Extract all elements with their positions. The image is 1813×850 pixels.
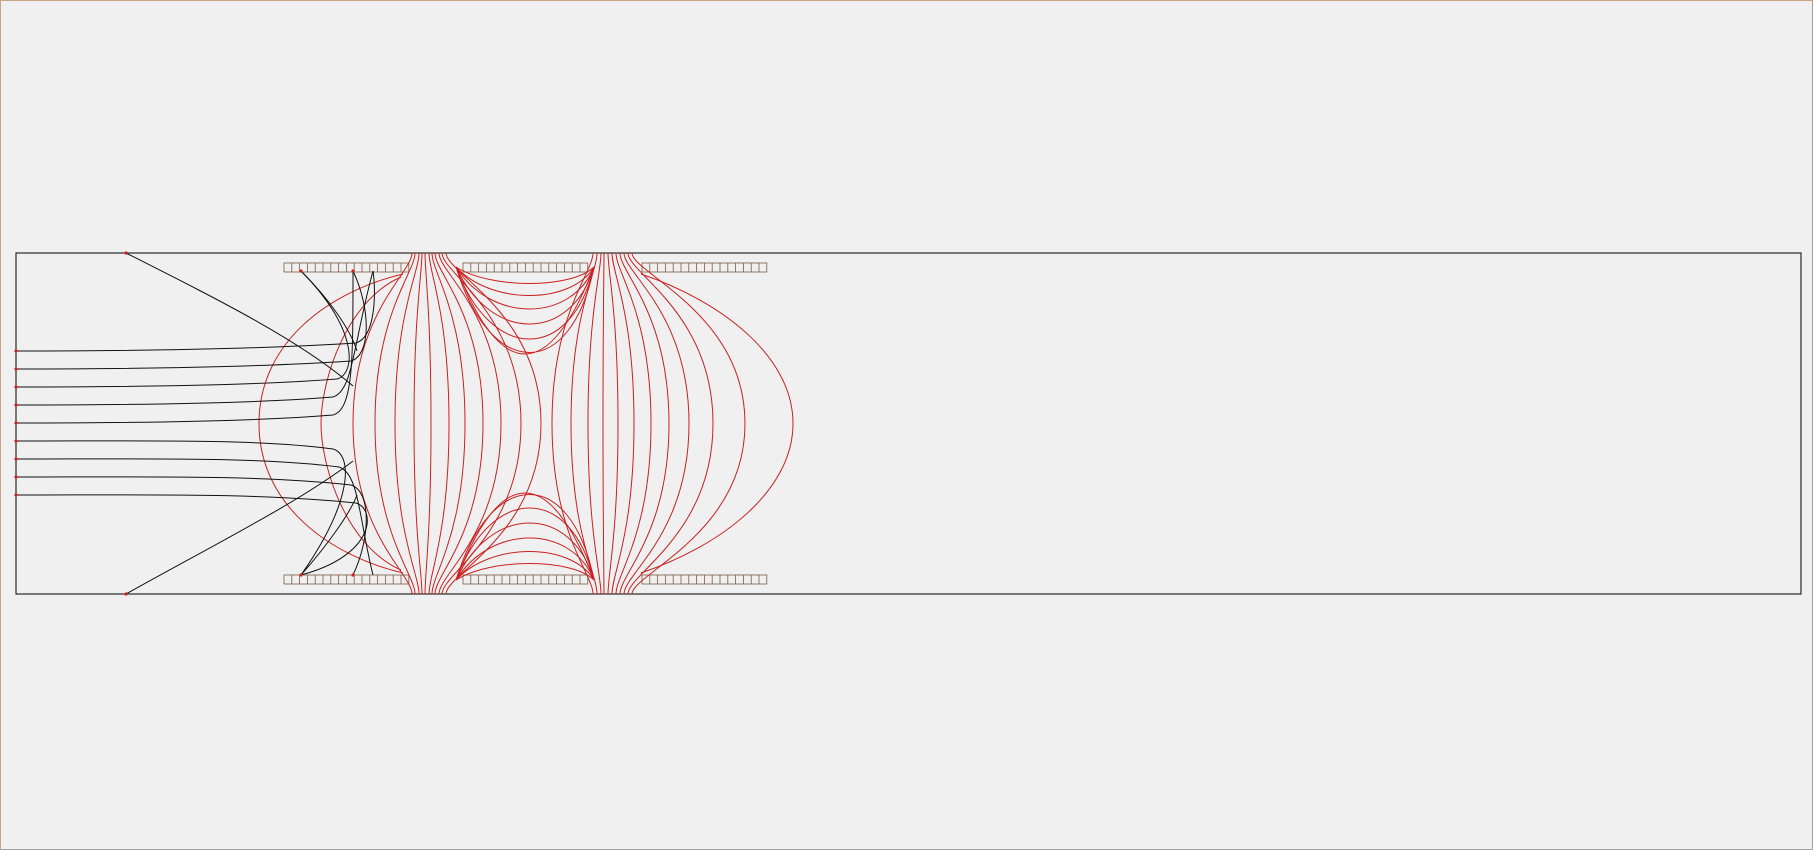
equipotential-line (455, 266, 595, 355)
equipotential-line (455, 266, 595, 284)
source-point (124, 251, 128, 255)
trajectory-line (300, 494, 358, 576)
simulation-domain-border (15, 252, 1802, 595)
source-point (14, 403, 18, 407)
source-point (14, 457, 18, 461)
electrode-left-top (283, 262, 410, 273)
equipotential-line (602, 252, 605, 595)
equipotential-line (455, 563, 595, 581)
equipotential-line (431, 252, 466, 595)
equipotential-line (615, 252, 652, 595)
equipotential-line (434, 252, 484, 595)
equipotential-line (394, 252, 420, 595)
equipotential-line (587, 252, 602, 595)
source-point (299, 269, 303, 273)
equipotential-line (374, 252, 416, 595)
source-point (14, 421, 18, 425)
trajectory-line (15, 270, 354, 424)
equipotential-line (438, 252, 502, 595)
equipotential-line (455, 266, 595, 310)
equipotential-line (640, 273, 794, 574)
source-point (14, 493, 18, 497)
equipotential-lines (258, 252, 794, 595)
source-point (14, 385, 18, 389)
equipotential-line (623, 252, 690, 595)
source-point (14, 475, 18, 479)
trajectory-line (15, 476, 367, 576)
trajectory-line (15, 270, 374, 406)
equipotential-line (445, 252, 542, 595)
equipotential-line (258, 273, 404, 574)
equipotential-line (455, 522, 595, 581)
equipotential-line (441, 252, 522, 595)
electrode-middle-top (462, 262, 589, 273)
trajectory-line (15, 270, 350, 388)
source-point (124, 592, 128, 596)
source-points (14, 251, 355, 596)
equipotential-line (455, 492, 595, 581)
equipotential-line (627, 252, 714, 595)
equipotential-line (455, 551, 595, 581)
equipotential-line (455, 507, 595, 581)
equipotential-line (455, 266, 595, 325)
equipotential-line (428, 252, 450, 595)
electrode-middle-bottom (462, 574, 589, 585)
trajectory-line (125, 460, 354, 595)
source-point (14, 349, 18, 353)
source-point (14, 367, 18, 371)
trajectory-line (125, 252, 354, 387)
equipotential-line (424, 252, 432, 595)
trajectory-line (15, 458, 374, 576)
source-point (14, 439, 18, 443)
electrode-left-bottom (283, 574, 410, 585)
equipotential-line (455, 494, 595, 581)
equipotential-line (455, 266, 595, 353)
source-point (351, 269, 355, 273)
equipotential-line (607, 252, 619, 595)
trajectory-line (300, 270, 358, 352)
source-point (351, 573, 355, 577)
electrode-right-top (641, 262, 768, 273)
source-point (299, 573, 303, 577)
equipotential-line (352, 252, 413, 595)
equipotential-line (551, 252, 594, 595)
equipotential-line (570, 252, 598, 595)
trajectory-line (15, 494, 368, 576)
equipotential-line (619, 252, 670, 595)
equipotential-line (455, 266, 595, 340)
equipotential-line (611, 252, 635, 595)
electrode-group (283, 262, 768, 585)
trajectory-line (15, 440, 346, 576)
electrode-right-bottom (641, 574, 768, 585)
equipotential-line (413, 252, 423, 595)
electron-trajectories (15, 252, 375, 595)
equipotential-line (631, 252, 746, 595)
trajectory-line (15, 270, 367, 370)
equipotential-line (455, 537, 595, 581)
trajectory-line (15, 270, 375, 352)
equipotential-line (320, 276, 402, 571)
equipotential-line (455, 266, 595, 296)
